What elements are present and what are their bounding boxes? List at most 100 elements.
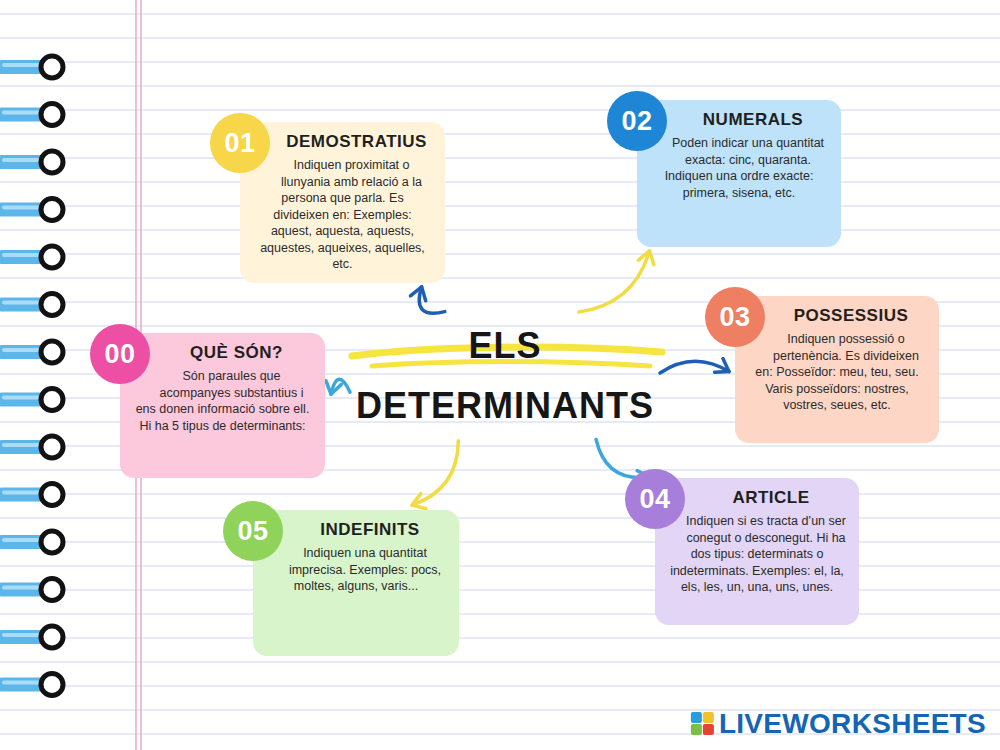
binding-ring: [41, 56, 63, 78]
box-body: Indiquen proximitat o llunyania amb rela…: [240, 153, 445, 273]
ruled-line: [0, 638, 1000, 639]
tab-highlight: [2, 301, 40, 305]
box-heading: ARTICLE: [655, 487, 859, 509]
binding-ring: [41, 436, 63, 458]
ruled-line: [0, 206, 1000, 207]
arrowhead: [638, 251, 653, 265]
ruled-line: [0, 86, 1000, 87]
binding-ring: [41, 104, 63, 126]
watermark: LIVEWORKSHEETS: [719, 708, 986, 740]
box-body: Indiquen una quantitat imprecisa. Exempl…: [253, 541, 459, 595]
ruled-line: [0, 158, 1000, 159]
box-heading: INDEFINITS: [253, 519, 459, 541]
body-text: Són paraules que acompanyes substantius …: [132, 368, 313, 434]
box-heading: POSSESSIUS: [735, 305, 939, 327]
tab-highlight: [2, 586, 40, 590]
topic-box: QUÈ SÓN? Són paraules que acompanyes subs…: [120, 333, 325, 478]
ruled-lines: [0, 14, 1000, 734]
tab-highlight: [2, 633, 40, 637]
binding-ring: [41, 484, 63, 506]
tab-highlight: [2, 396, 40, 400]
connector: [412, 441, 458, 509]
binding-ring: [41, 389, 63, 411]
callout-number: 02: [621, 106, 652, 137]
body-text: Indiquen una quantitat imprecisa. Exempl…: [265, 545, 447, 595]
topic-box: NUMERALS Poden indicar una quantitat exac…: [637, 100, 841, 247]
binding-ring: [41, 199, 63, 221]
logo-tile: [703, 724, 714, 735]
binding-ring: [41, 626, 63, 648]
logo-tile: [691, 712, 702, 723]
number-circle: 03: [705, 287, 765, 347]
binding-ring: [41, 531, 63, 553]
number-circle: 04: [625, 469, 685, 529]
tab-highlight: [2, 681, 40, 685]
logo-tile: [691, 724, 702, 735]
number-circle: 05: [223, 501, 283, 561]
connector: [326, 379, 350, 394]
binding-ring: [41, 294, 63, 316]
topic-box: ARTICLE Indiquen si es tracta d’un ser co…: [655, 478, 859, 625]
binding-ring: [41, 579, 63, 601]
box-body: Poden indicar una quantitat exacta: cinc…: [637, 131, 841, 201]
ruled-line: [0, 14, 1000, 15]
ruled-line: [0, 230, 1000, 231]
body-text: Indiquen possessió o pertenència. Es div…: [747, 331, 927, 414]
arrowhead: [410, 287, 425, 301]
topic-box: POSSESSIUS Indiquen possessió o pertenènc…: [735, 296, 939, 443]
number-circle: 02: [607, 91, 667, 151]
ruled-line: [0, 182, 1000, 183]
central-title: ELS DETERMINANTS: [356, 316, 654, 436]
box-heading: QUÈ SÓN?: [120, 342, 325, 364]
box-body: Indiquen si es tracta d’un ser conegut o…: [655, 509, 859, 596]
body-text: Indiquen proximitat o llunyania amb rela…: [252, 157, 433, 273]
binding-ring: [41, 151, 63, 173]
tab-highlight: [2, 63, 40, 67]
box-heading: NUMERALS: [637, 109, 841, 131]
spiral-binding: [0, 56, 63, 696]
topic-box: INDEFINITS Indiquen una quantitat impreci…: [253, 510, 459, 656]
ruled-line: [0, 134, 1000, 135]
tab-highlight: [2, 491, 40, 495]
binding-ring: [41, 674, 63, 696]
callout-number: 03: [719, 302, 750, 333]
ruled-line: [0, 662, 1000, 663]
tab-highlight: [2, 443, 40, 447]
box-body: Són paraules que acompanyes substantius …: [120, 364, 325, 434]
ruled-line: [0, 110, 1000, 111]
watermark-logo: [691, 712, 714, 735]
topic-box: DEMOSTRATIUS Indiquen proximitat o llunya…: [240, 122, 445, 283]
callout-number: 01: [224, 128, 255, 159]
logo-tile: [703, 712, 714, 723]
box-heading: DEMOSTRATIUS: [240, 131, 445, 153]
tab-highlight: [2, 348, 40, 352]
arrowhead: [412, 494, 426, 509]
box-body: Indiquen possessió o pertenència. Es div…: [735, 327, 939, 414]
tab-highlight: [2, 111, 40, 115]
number-circle: 00: [90, 324, 150, 384]
number-circle: 01: [210, 113, 270, 173]
ruled-line: [0, 254, 1000, 255]
connector: [660, 359, 729, 373]
arrowhead: [715, 359, 729, 373]
ruled-line: [0, 62, 1000, 63]
ruled-line: [0, 278, 1000, 279]
callout-number: 00: [104, 339, 135, 370]
binding-ring: [41, 341, 63, 363]
tab-highlight: [2, 206, 40, 210]
tab-highlight: [2, 253, 40, 257]
ruled-line: [0, 686, 1000, 687]
title-text: ELS DETERMINANTS: [356, 316, 654, 436]
tab-highlight: [2, 158, 40, 162]
connector: [579, 251, 654, 312]
arrowhead: [326, 381, 342, 394]
body-text: Indiquen si es tracta d’un ser conegut o…: [667, 513, 847, 596]
connector: [410, 287, 444, 313]
body-text: Poden indicar una quantitat exacta: cinc…: [649, 135, 829, 201]
tab-highlight: [2, 538, 40, 542]
callout-number: 04: [639, 484, 670, 515]
callout-number: 05: [237, 516, 268, 547]
binding-ring: [41, 246, 63, 268]
ruled-line: [0, 38, 1000, 39]
